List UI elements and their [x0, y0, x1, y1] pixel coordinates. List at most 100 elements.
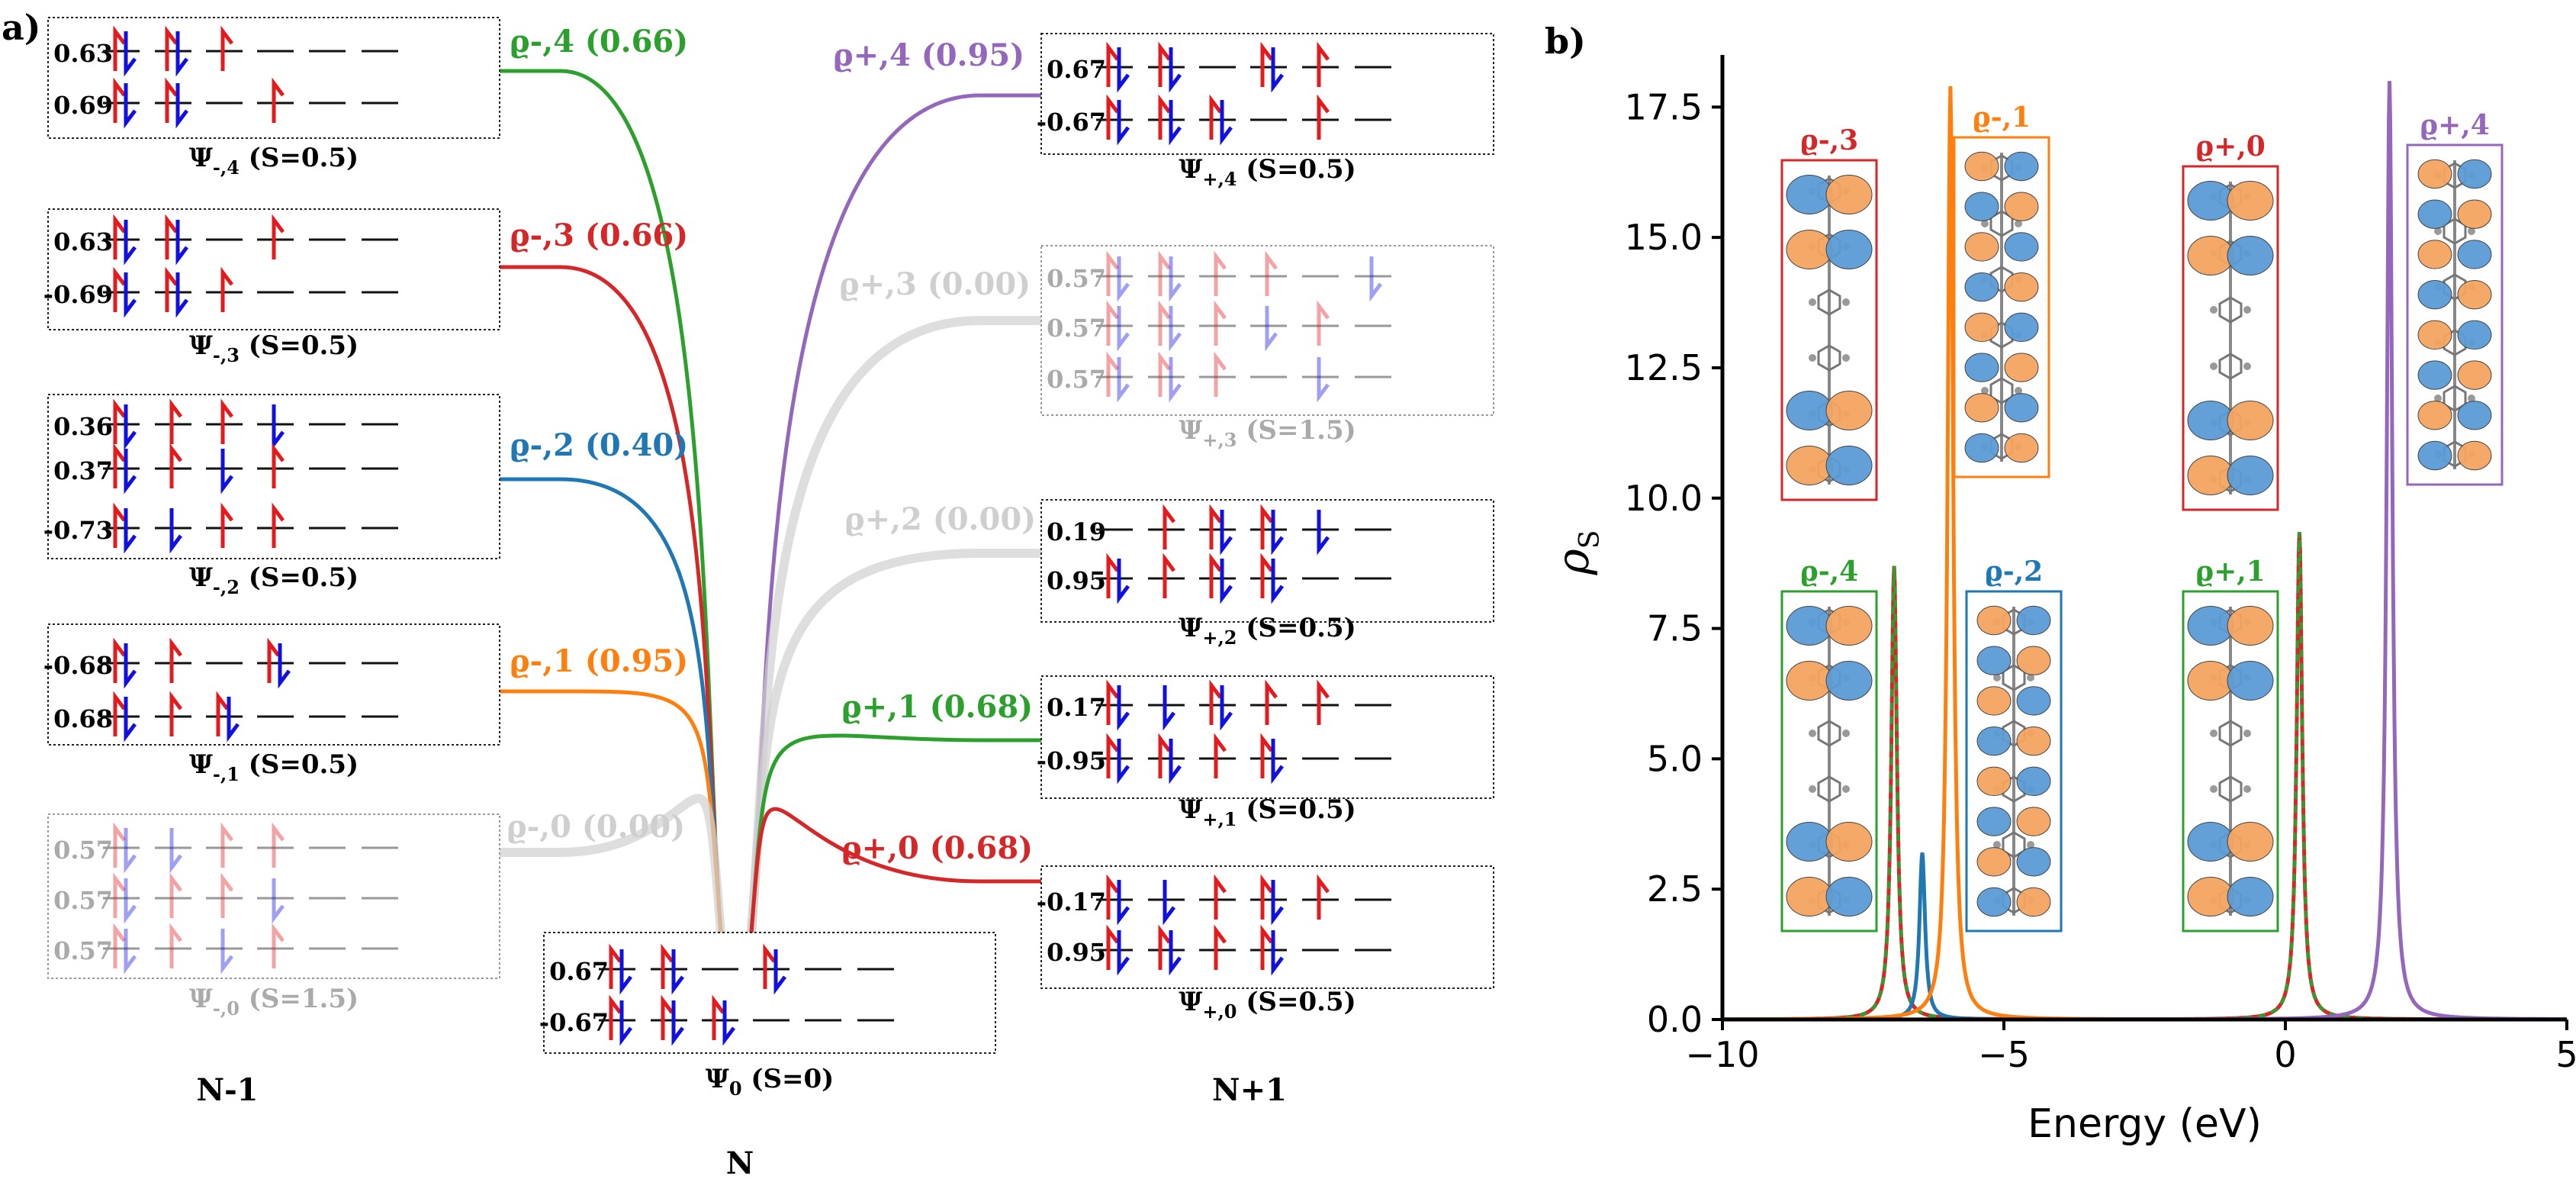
panel-label-a: a) [2, 7, 41, 48]
orbital-occupation [661, 943, 684, 995]
orbital-occupation [1265, 306, 1278, 352]
transition-label-rp0: ϱ+,0 (0.68) [841, 830, 1033, 866]
orbital-occupation [1214, 250, 1227, 296]
ci-coefficient: -0.67 [539, 1008, 609, 1037]
transition-label-rp4: ϱ+,4 (0.95) [833, 37, 1024, 73]
orbital-occupation [272, 77, 285, 123]
orbital-occupation [113, 822, 137, 874]
state-caption: Ψ-,1 (S=0.5) [189, 749, 359, 785]
orbital-occupation [1214, 300, 1227, 346]
orbital-occupation [1158, 733, 1182, 784]
orbital-occupation [113, 77, 137, 129]
orbital-inset-6: ϱ+,1 [2182, 556, 2279, 933]
ci-coefficient: -0.68 [43, 651, 113, 680]
x-tick-label: 5 [2555, 1034, 2576, 1075]
orbital-label: ϱ-,3 [1800, 124, 1858, 156]
state-caption: Ψ+,3 (S=1.5) [1179, 415, 1356, 451]
state-box-m3: 0.63-0.69Ψ-,3 (S=0.5) [43, 208, 500, 366]
orbital-inset-3: ϱ+,4 [2406, 109, 2504, 486]
orbital-occupation [1214, 733, 1227, 778]
orbital-occupation [169, 828, 182, 874]
ci-coefficient: 0.68 [53, 704, 113, 733]
ci-coefficient: 0.57 [1047, 365, 1106, 394]
y-tick-label: 15.0 [1625, 217, 1703, 258]
orbital-occupation [1106, 733, 1130, 784]
state-caption: Ψ+,2 (S=0.5) [1179, 613, 1356, 649]
state-box-p1: 0.17-0.95Ψ+,1 (S=0.5) [1037, 675, 1494, 830]
orbital-label: ϱ+,0 [2195, 130, 2266, 163]
orbital-occupation [220, 929, 233, 974]
x-tick-label: −10 [1685, 1034, 1759, 1075]
orbital-occupation [1214, 874, 1227, 920]
orbital-occupation [1260, 504, 1284, 556]
orbital-label: ϱ-,2 [1985, 556, 2043, 588]
x-tick-label: −5 [1978, 1034, 2030, 1075]
orbital-occupation [1106, 351, 1130, 403]
orbital-occupation [113, 398, 137, 450]
orbital-occupation [1209, 504, 1233, 556]
orbital-occupation [113, 25, 137, 77]
orbital-occupation [1158, 300, 1182, 352]
orbital-occupation [220, 398, 233, 444]
orbital-occupation [1158, 94, 1182, 146]
state-caption: Ψ-,4 (S=0.5) [189, 143, 359, 179]
orbital-occupation [1106, 924, 1130, 976]
orbital-occupation [272, 878, 285, 924]
orbital-occupation [1158, 351, 1182, 403]
state-box-p4: 0.67-0.67Ψ+,4 (S=0.5) [1037, 33, 1494, 190]
ci-coefficient: -0.95 [1037, 746, 1106, 775]
transition-labels: ϱ-,4 (0.66)ϱ-,3 (0.66)ϱ-,2 (0.40)ϱ-,1 (0… [507, 24, 1036, 866]
orbital-occupation [1260, 874, 1284, 926]
ci-coefficient: -0.67 [1037, 108, 1106, 137]
orbital-occupation [272, 502, 285, 548]
orbital-occupation [1317, 41, 1330, 87]
orbital-occupation [165, 25, 188, 77]
transition-label-rm0: ϱ-,0 (0.00) [507, 809, 685, 845]
orbital-occupation [220, 872, 233, 918]
orbital-occupation [1260, 924, 1284, 976]
orbital-occupation [220, 266, 233, 312]
orbital-occupation [1214, 351, 1227, 397]
orbital-label: ϱ-,4 [1800, 556, 1858, 588]
orbital-occupation [1158, 250, 1182, 302]
ci-coefficient: 0.19 [1047, 517, 1106, 546]
orbital-occupation [169, 443, 182, 488]
orbital-occupation [1106, 41, 1130, 93]
panel-label-b: b) [1545, 21, 1586, 62]
ci-coefficient: 0.57 [53, 836, 113, 865]
orbital-occupation [1158, 41, 1182, 93]
orbital-occupation [169, 508, 182, 554]
orbital-occupation [272, 404, 285, 450]
orbital-occupation [763, 943, 786, 995]
group-label-n: N [726, 1145, 754, 1179]
orbital-occupation [1260, 733, 1284, 784]
orbital-occupation [1106, 250, 1130, 302]
orbital-occupation [1163, 685, 1175, 731]
orbital-occupation [272, 214, 285, 259]
orbital-inset-2: ϱ+,0 [2182, 130, 2279, 511]
state-caption: Ψ-,3 (S=0.5) [189, 330, 359, 366]
orbital-occupation [113, 266, 137, 318]
state-caption: Ψ+,1 (S=0.5) [1179, 794, 1356, 830]
ci-coefficient: 0.95 [1047, 566, 1106, 595]
y-tick-label: 2.5 [1647, 868, 1703, 910]
orbital-occupation [220, 822, 233, 868]
state-caption: Ψ+,0 (S=0.5) [1179, 987, 1356, 1023]
y-axis-label: ρS [1547, 530, 1606, 576]
ci-coefficient: -0.73 [43, 516, 113, 545]
transition-label-rm2: ϱ-,2 (0.40) [510, 427, 688, 463]
orbital-occupation [661, 994, 684, 1046]
ci-coefficient: 0.57 [53, 936, 113, 965]
orbital-occupation [1317, 94, 1330, 140]
orbital-occupation [1369, 256, 1382, 302]
orbital-occupation [1106, 300, 1130, 352]
ci-coefficient: 0.37 [53, 456, 113, 485]
orbital-occupation [272, 443, 285, 488]
transition-curve-rm0 [495, 794, 725, 937]
orbital-occupation [609, 994, 632, 1046]
state-caption: Ψ+,4 (S=0.5) [1179, 154, 1356, 190]
ci-coefficient: -0.17 [1037, 887, 1106, 916]
